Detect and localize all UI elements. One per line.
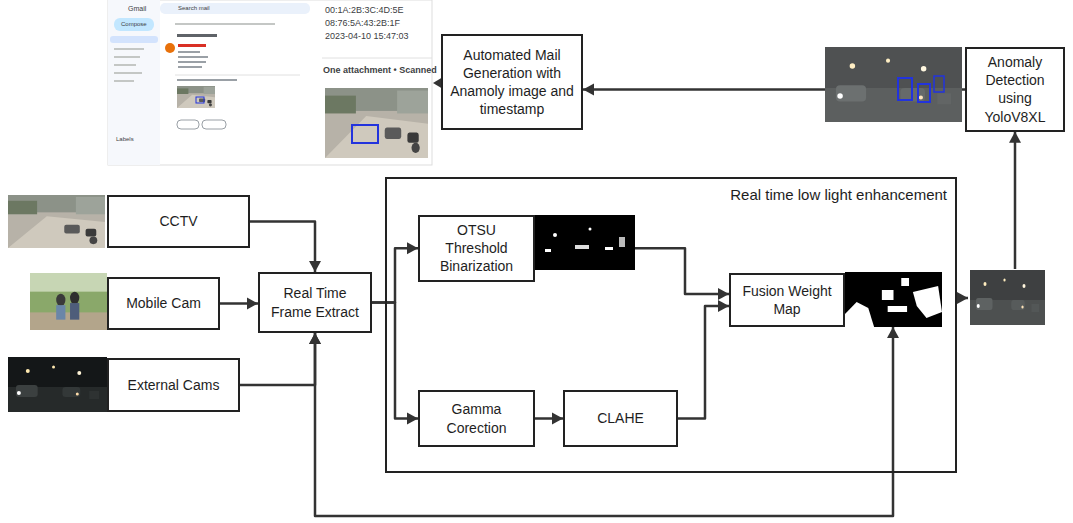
process-box: OTSU Threshold Binarization [418, 215, 535, 282]
screenshot-text: 2023-04-10 15:47:03 [325, 32, 409, 42]
screenshot-text: 08:76:5A:43:2B:1F [325, 19, 400, 29]
mobile-image [30, 273, 107, 330]
connector-arrow [220, 298, 258, 310]
cctv-image [8, 195, 105, 248]
connector-arrow [372, 303, 418, 425]
screenshot-text: Labels [116, 136, 134, 143]
process-box: External Cams [107, 358, 240, 412]
box-label: Fusion Weight Map [737, 282, 837, 318]
screenshot-text: Compose [121, 21, 147, 28]
process-box: CCTV [107, 195, 250, 248]
process-box: Mobile Cam [107, 277, 220, 330]
screenshot-text: One attachment • Scanned [323, 66, 437, 76]
process-box: Real Time Frame Extract [258, 272, 372, 333]
screenshot-text: Gmail [128, 5, 146, 13]
box-label: Gamma Corection [426, 400, 527, 436]
box-label: CCTV [159, 212, 197, 230]
weight-map-thumbnail [845, 272, 942, 327]
box-label: Automated Mail Generation with Anamoly i… [449, 46, 575, 119]
connector-arrow [240, 333, 321, 385]
group-box: Real time low light enhancementOTSU Thre… [385, 177, 957, 473]
process-box: CLAHE [563, 390, 678, 447]
process-box: Fusion Weight Map [729, 273, 845, 327]
external-image [8, 357, 107, 412]
email-screenshot [108, 0, 432, 165]
connector-arrow [372, 242, 418, 302]
binary-thumbnail [535, 215, 635, 270]
enhanced-image [970, 270, 1045, 325]
connector-arrow [678, 300, 729, 419]
process-box: Automated Mail Generation with Anamoly i… [441, 34, 583, 130]
box-label: Real Time Frame Extract [266, 284, 364, 320]
box-label: CLAHE [597, 409, 644, 427]
box-label: OTSU Threshold Binarization [426, 221, 527, 276]
connector-arrow [309, 327, 899, 516]
box-label: Mobile Cam [126, 294, 201, 312]
detection-image [825, 47, 962, 122]
screenshot-text: 00:1A:2B:3C:4D:5E [325, 6, 404, 16]
screenshot-text: Search mail [178, 5, 210, 12]
box-label: External Cams [128, 376, 220, 394]
connector-arrow [250, 222, 321, 273]
process-box: Gamma Corection [418, 390, 535, 447]
box-label: Anomaly Detection using YoloV8XL [973, 53, 1057, 126]
process-box: Anomaly Detection using YoloV8XL [965, 47, 1065, 132]
connector-arrow [535, 413, 563, 425]
group-heading: Real time low light enhancement [730, 185, 947, 205]
